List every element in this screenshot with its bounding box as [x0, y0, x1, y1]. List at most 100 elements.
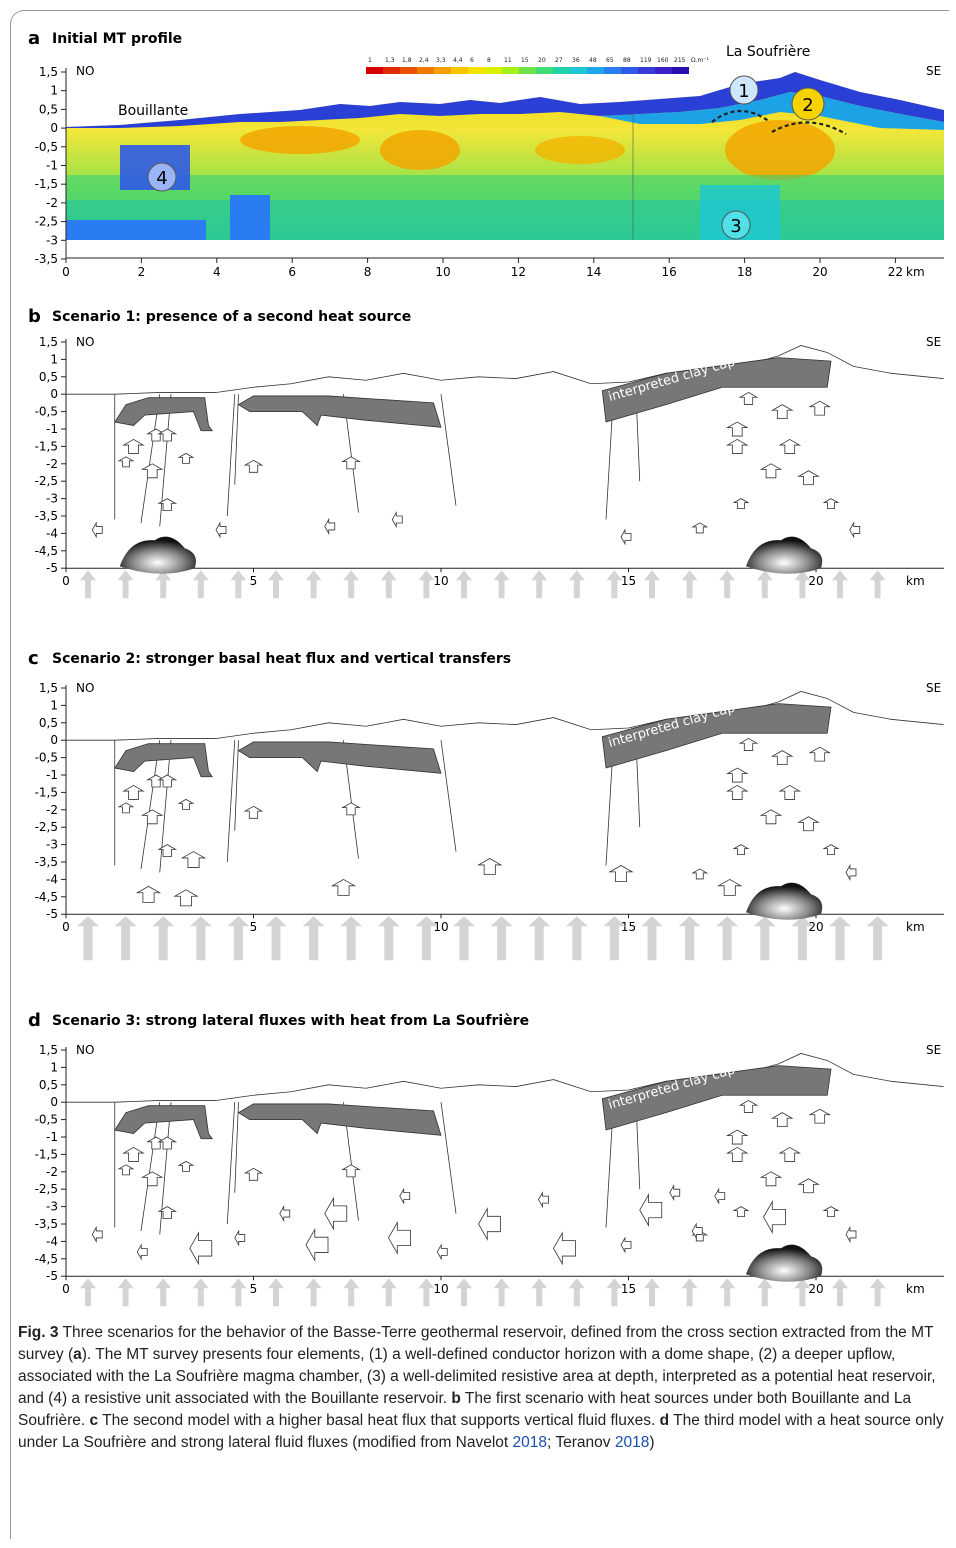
basal-heat-arrow [794, 570, 811, 599]
fluid-flow-arrow [177, 452, 195, 464]
fluid-flow-arrow [770, 1112, 794, 1128]
y-tick-label: 1,5 [39, 65, 58, 79]
basal-heat-arrow [565, 916, 588, 961]
y-tick-label: -3 [46, 838, 58, 852]
basal-heat-arrow [490, 916, 513, 961]
fluid-flow-arrow [738, 391, 759, 405]
y-tick-label: -5 [46, 561, 58, 575]
basal-heat-arrow [456, 570, 472, 599]
fluid-flow-arrow [732, 844, 750, 855]
x-tick-label: 8 [364, 265, 372, 279]
clay-cap-soufriere [601, 357, 832, 423]
y-tick-label: -2,5 [35, 820, 58, 834]
panel-c-letter: c [28, 648, 39, 669]
basal-heat-arrow [152, 916, 175, 961]
no-label: NO [76, 335, 94, 349]
y-tick-label: 0,5 [39, 370, 58, 384]
y-tick-label: -1,5 [35, 785, 58, 799]
caption-text-7: ) [649, 1434, 655, 1451]
legend-swatch [519, 67, 536, 74]
y-tick-label: 0,5 [39, 1078, 58, 1092]
fluid-flow-arrow [117, 1164, 135, 1176]
fluid-flow-arrow [778, 1146, 802, 1162]
fluid-flow-arrow [808, 400, 832, 416]
legend-tick-label: 3,3 [436, 57, 446, 64]
basal-heat-arrow [155, 1278, 172, 1307]
caption-bold-c: c [89, 1412, 99, 1429]
lateral-flow-arrow [215, 521, 227, 539]
fluid-flow-arrow [808, 746, 832, 762]
fluid-flow-arrow [122, 784, 145, 800]
fault-line [140, 394, 161, 524]
y-tick-label: -0,5 [35, 140, 58, 154]
y-tick-label: -2,5 [35, 215, 58, 229]
y-tick-label: 0 [50, 387, 58, 401]
fluid-flow-arrow [341, 1164, 361, 1178]
basal-heat-arrow [80, 570, 96, 599]
fault-line [226, 740, 236, 863]
legend-tick-label: 11 [504, 57, 512, 64]
panel-a-no-label: NO [76, 64, 94, 78]
y-tick-label: -3 [46, 492, 58, 506]
figure-frame [10, 10, 949, 1539]
y-tick-label: -2,5 [35, 474, 58, 488]
legend-tick-label: 1 [368, 57, 372, 64]
y-tick-label: -2 [46, 457, 58, 471]
y-tick-label: 0 [50, 733, 58, 747]
legend-swatch [655, 67, 672, 74]
panel-a-se-label: SE [926, 64, 941, 78]
svg-text:1: 1 [738, 81, 749, 102]
caption-ref-navelot[interactable]: 2018 [512, 1434, 548, 1451]
fault-line [140, 740, 161, 870]
basal-heat-arrow [155, 570, 172, 599]
magma-chamber [119, 536, 196, 574]
fluid-flow-arrow [608, 865, 634, 882]
y-tick-label: -0,5 [35, 1113, 58, 1127]
fluid-flow-arrow [146, 1136, 166, 1150]
lateral-flow-arrow [388, 1221, 411, 1255]
fluid-flow-arrow [243, 459, 264, 473]
x-unit-label: km [906, 1282, 925, 1296]
caption-ref-teranov[interactable]: 2018 [614, 1434, 650, 1451]
la-soufriere-label: La Soufrière [726, 44, 810, 60]
fluid-flow-arrow [759, 1171, 783, 1187]
y-tick-label: 1 [50, 1060, 58, 1074]
fluid-flow-arrow [341, 802, 361, 816]
basal-heat-arrow [756, 1278, 773, 1307]
x-tick-label: 18 [737, 265, 752, 279]
fluid-flow-arrow [157, 1136, 178, 1150]
x-tick-label: 20 [812, 265, 827, 279]
fluid-flow-arrow [797, 1178, 820, 1194]
y-tick-label: 1 [50, 698, 58, 712]
basal-heat-arrow [603, 916, 626, 961]
basal-heat-arrow [192, 570, 209, 599]
fluid-flow-arrow [691, 868, 709, 880]
fluid-flow-arrow [778, 438, 802, 454]
lateral-flow-arrow [324, 1196, 348, 1231]
se-label: SE [926, 681, 941, 695]
x-unit-label: km [906, 920, 925, 934]
basal-heat-arrow [418, 1278, 435, 1307]
basal-heat-arrow [456, 1278, 472, 1307]
x-tick-label: 15 [621, 1282, 636, 1296]
topography-line [66, 345, 944, 395]
x-tick-label: 6 [288, 265, 296, 279]
legend-swatch [417, 67, 434, 74]
fault-line [234, 394, 239, 485]
basal-heat-arrow [681, 1278, 698, 1307]
y-tick-label: -1,5 [35, 439, 58, 453]
basal-heat-arrow [528, 916, 551, 961]
lateral-flow-arrow [714, 1187, 726, 1205]
basal-heat-arrow [606, 1278, 623, 1307]
lateral-flow-arrow [845, 1225, 857, 1243]
no-label: NO [76, 681, 94, 695]
marker-3: 3 [721, 210, 751, 240]
y-tick-label: -2 [46, 803, 58, 817]
fault-line [234, 740, 239, 831]
y-tick-label: -2 [46, 1165, 58, 1179]
y-tick-label: -0,5 [35, 751, 58, 765]
y-tick-label: 1 [50, 84, 58, 98]
y-tick-label: -1 [46, 422, 58, 436]
